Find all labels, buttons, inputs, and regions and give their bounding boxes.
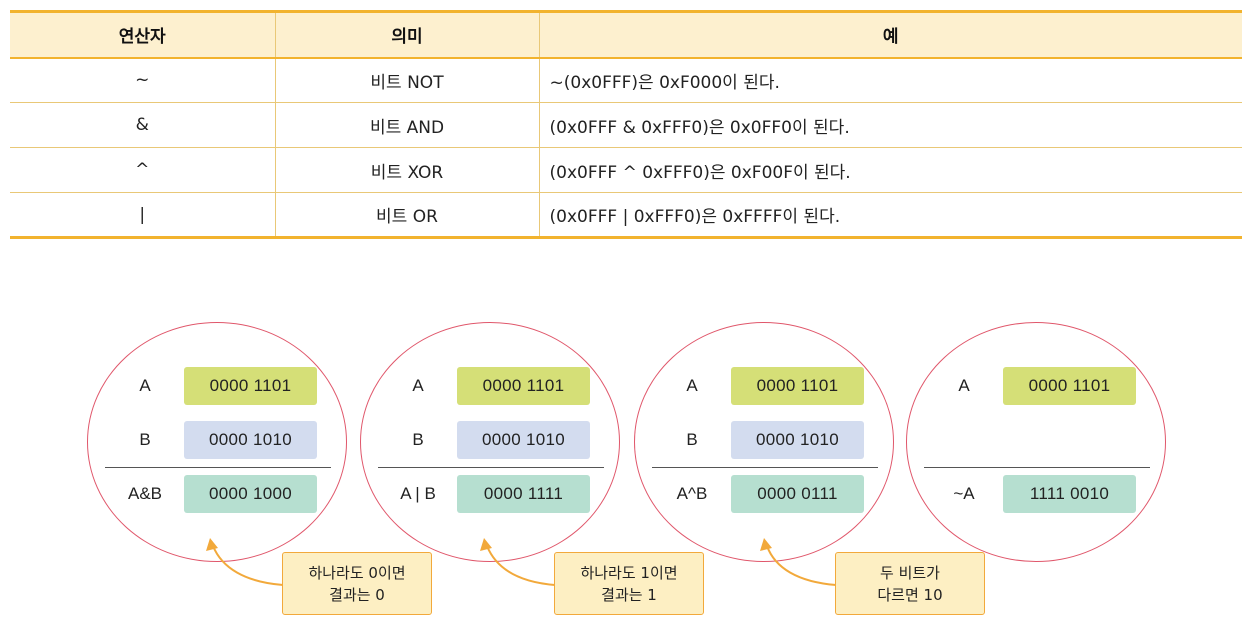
operand-b-label: B: [686, 430, 698, 449]
operand-b-value: 0000 1010: [731, 421, 864, 459]
diagram-ellipse: [906, 322, 1166, 562]
example-cell: ~(0x0FFF)은 0xF000이 된다.: [538, 57, 1242, 103]
meaning-cell: 비트 OR: [274, 192, 539, 239]
result-value: 0000 1000: [184, 475, 317, 513]
operator-cell: ~: [10, 57, 275, 103]
result-divider: [652, 467, 878, 468]
operand-b-label: B: [412, 430, 424, 449]
result-value: 1111 0010: [1003, 475, 1136, 513]
header-example: 예: [538, 10, 1242, 59]
example-cell: (0x0FFF ^ 0xFFF0)은 0xF00F이 된다.: [538, 147, 1242, 193]
operator-cell: ^: [10, 147, 275, 193]
operand-a-label: A: [139, 376, 151, 395]
result-value: 0000 0111: [731, 475, 864, 513]
meaning-cell: 비트 XOR: [274, 147, 539, 193]
table-row: ~ 비트 NOT ~(0x0FFF)은 0xF000이 된다.: [10, 57, 1242, 103]
operator-cell: &: [10, 102, 275, 148]
xor-rule-note: 두 비트가 다르면 10: [835, 552, 985, 615]
table-row: & 비트 AND (0x0FFF & 0xFFF0)은 0x0FF0이 된다.: [10, 102, 1242, 148]
not-diagram: A 0000 1101 ~A 1111 0010: [906, 322, 1166, 562]
operand-a-label: A: [958, 376, 970, 395]
note-line-2: 다르면 10: [877, 585, 943, 604]
operand-b-value: 0000 1010: [184, 421, 317, 459]
result-label: ~A: [953, 484, 975, 503]
result-divider: [378, 467, 604, 468]
xor-diagram: A 0000 1101 B 0000 1010 A^B 0000 0111: [634, 322, 894, 562]
table-row: ^ 비트 XOR (0x0FFF ^ 0xFFF0)은 0xF00F이 된다.: [10, 147, 1242, 193]
operand-a-value: 0000 1101: [184, 367, 317, 405]
result-value: 0000 1111: [457, 475, 590, 513]
or-diagram: A 0000 1101 B 0000 1010 A | B 0000 1111: [360, 322, 620, 562]
table-row: | 비트 OR (0x0FFF | 0xFFF0)은 0xFFFF이 된다.: [10, 192, 1242, 239]
operand-a-label: A: [686, 376, 698, 395]
note-line-1: 하나라도 1이면: [580, 563, 678, 582]
result-divider: [105, 467, 331, 468]
operator-cell: |: [10, 192, 275, 239]
diagram-ellipse: [634, 322, 894, 562]
header-operator: 연산자: [10, 10, 275, 59]
table-header-row: 연산자 의미 예: [10, 10, 1242, 59]
bitwise-operator-table: 연산자 의미 예 ~ 비트 NOT ~(0x0FFF)은 0xF000이 된다.…: [10, 10, 1242, 239]
operand-a-label: A: [412, 376, 424, 395]
operand-a-value: 0000 1101: [731, 367, 864, 405]
operand-b-label: B: [139, 430, 151, 449]
operand-b-value: 0000 1010: [457, 421, 590, 459]
or-rule-note: 하나라도 1이면 결과는 1: [554, 552, 704, 615]
result-divider: [924, 467, 1150, 468]
operand-a-value: 0000 1101: [457, 367, 590, 405]
result-label: A | B: [400, 484, 436, 503]
example-cell: (0x0FFF | 0xFFF0)은 0xFFFF이 된다.: [538, 192, 1242, 239]
meaning-cell: 비트 NOT: [274, 57, 539, 103]
and-rule-note: 하나라도 0이면 결과는 0: [282, 552, 432, 615]
note-line-2: 결과는 1: [601, 585, 657, 604]
result-label: A^B: [676, 484, 708, 503]
note-line-2: 결과는 0: [329, 585, 385, 604]
result-label: A&B: [127, 484, 163, 503]
operand-a-value: 0000 1101: [1003, 367, 1136, 405]
note-line-1: 두 비트가: [880, 563, 940, 582]
meaning-cell: 비트 AND: [274, 102, 539, 148]
note-line-1: 하나라도 0이면: [308, 563, 406, 582]
and-diagram: A 0000 1101 B 0000 1010 A&B 0000 1000: [87, 322, 347, 562]
header-meaning: 의미: [274, 10, 539, 59]
example-cell: (0x0FFF & 0xFFF0)은 0x0FF0이 된다.: [538, 102, 1242, 148]
